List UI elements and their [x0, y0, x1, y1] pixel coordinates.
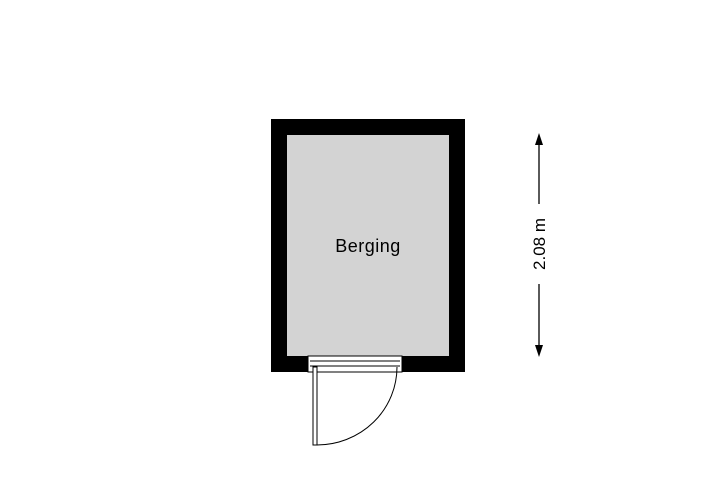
wall-top [271, 119, 465, 135]
room-floor [287, 135, 449, 356]
walls [271, 119, 465, 372]
door-threshold [307, 355, 403, 373]
wall-right [449, 119, 465, 372]
door [312, 366, 398, 446]
dimension-arrow-bottom [535, 345, 543, 357]
dimension-line: 2.08 m [530, 133, 549, 357]
door-swing-arc [316, 366, 398, 446]
dimension-arrow-top [535, 133, 543, 145]
wall-bottom-right [402, 356, 465, 372]
door-leaf [312, 366, 318, 446]
wall-bottom-left [271, 356, 308, 372]
room-label: Berging [335, 236, 401, 256]
wall-left [271, 119, 287, 372]
dimension-label: 2.08 m [530, 218, 549, 270]
